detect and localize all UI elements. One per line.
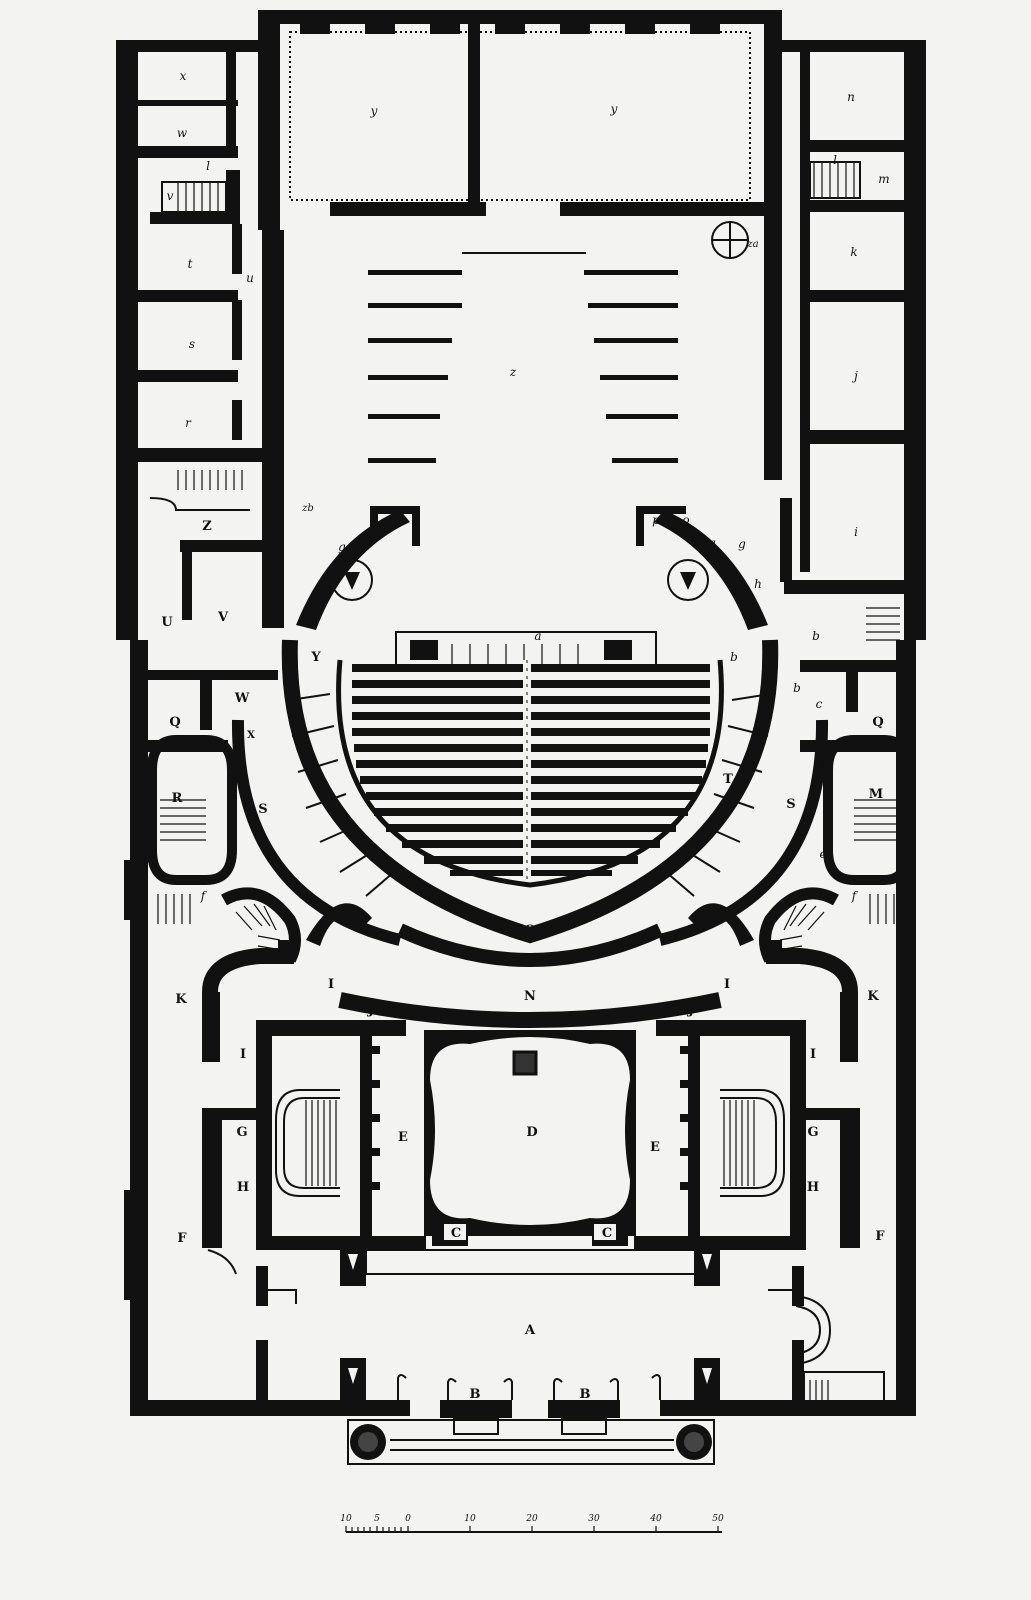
label-g-left: g [338,540,346,554]
label-e-right: e [819,847,826,861]
label-x: x [180,69,187,83]
label-C-left: C [451,1226,461,1241]
label-O: O [524,923,535,938]
label-k: k [850,245,857,259]
scale-tick-10-neg: 10 [340,1514,352,1524]
label-D: D [526,1125,537,1140]
label-G-right: G [807,1125,818,1140]
left-wing-rooms [138,52,284,752]
label-s: s [189,337,195,351]
label-W: W [234,691,250,706]
scale-tick-10: 10 [464,1514,476,1524]
label-y-left: y [370,104,378,118]
scale-bar: 10 5 0 10 20 30 40 50 [340,1514,724,1533]
label-u: u [246,271,254,285]
label-h: h [754,577,762,591]
label-l-right: l [833,153,837,167]
label-f-right: f [851,889,859,903]
label-za: za [746,239,758,250]
label-K-right: K [867,989,879,1004]
label-v: v [167,189,174,203]
label-F-right: F [875,1229,885,1244]
label-w: w [177,126,188,140]
label-q: q [708,536,716,550]
label-n: n [847,90,855,104]
label-a: a [534,629,541,643]
label-b-2: b [812,629,820,643]
right-wing-rooms [711,52,910,752]
label-d-right: d [732,917,740,931]
label-t: t [188,257,193,271]
label-T-right: T [723,772,733,787]
room-labels-upper: A B B C C D E E F F G G H H I I I I J J … [161,519,885,1402]
label-B-left: B [470,1387,481,1402]
label-Q-left: Q [169,715,180,730]
label-i: i [854,525,858,539]
label-zb: zb [301,503,314,514]
label-S-left: S [258,802,267,817]
label-H-left: H [237,1180,249,1195]
scale-tick-0: 0 [405,1514,411,1524]
label-J-left: J [367,1003,374,1018]
label-T-left: T [318,780,328,795]
grand-stair-right [720,1089,785,1197]
label-L-right: L [815,954,824,969]
scale-tick-40: 40 [649,1514,662,1524]
label-E-left: E [398,1130,408,1145]
label-V: V [217,610,229,625]
label-I-left-high: I [328,977,334,992]
label-N: N [524,989,536,1004]
scale-tick-20: 20 [525,1514,538,1524]
room-labels-lower: a b b b c d d e e f f g g h i j k l l m … [167,69,890,931]
grand-stair-left [275,1089,340,1197]
label-z: z [509,365,517,379]
label-Y: Y [310,650,321,665]
label-p: p [652,513,660,527]
label-b-1: b [730,650,738,664]
pit-seating [352,660,710,880]
label-y-right: y [610,102,618,116]
auditorium [231,639,829,1028]
label-X: X [247,730,255,741]
label-G-left: G [236,1125,247,1140]
label-L-left: L [223,959,232,974]
label-b-3: b [793,681,801,695]
label-I-left-low: I [240,1047,246,1062]
label-e-left: e [225,855,232,869]
stage [262,24,766,520]
label-g-right: g [738,537,746,551]
label-S-right: S [786,797,795,812]
vestibule-block [202,940,885,1465]
scale-tick-30: 30 [588,1514,600,1524]
side-stairs [147,735,913,963]
label-B-right: B [580,1387,591,1402]
label-J-right: J [687,1003,694,1018]
label-C-right: C [602,1226,612,1241]
label-U: U [161,615,173,630]
scale-tick-5: 5 [374,1514,380,1524]
label-d-left: d [316,917,324,931]
label-K-left: K [175,992,187,1007]
label-F-left: F [177,1231,187,1246]
label-I-right-low: I [810,1047,816,1062]
label-c: c [816,697,823,711]
label-Z: Z [202,519,212,534]
label-H-right: H [807,1180,819,1195]
label-m: m [878,172,889,186]
label-I-right-high: I [724,977,730,992]
label-l-left: l [206,159,210,173]
scale-tick-50: 50 [712,1514,724,1524]
label-M: M [869,787,883,802]
front-pedestals [340,1246,720,1402]
proscenium [296,506,768,667]
label-j: j [851,369,858,383]
label-E-right: E [650,1140,660,1155]
label-r: r [185,416,192,430]
label-Q-right: Q [872,715,883,730]
label-R: R [172,791,183,806]
label-A: A [524,1323,536,1338]
label-f-left: f [200,889,208,903]
label-o: o [682,513,689,527]
